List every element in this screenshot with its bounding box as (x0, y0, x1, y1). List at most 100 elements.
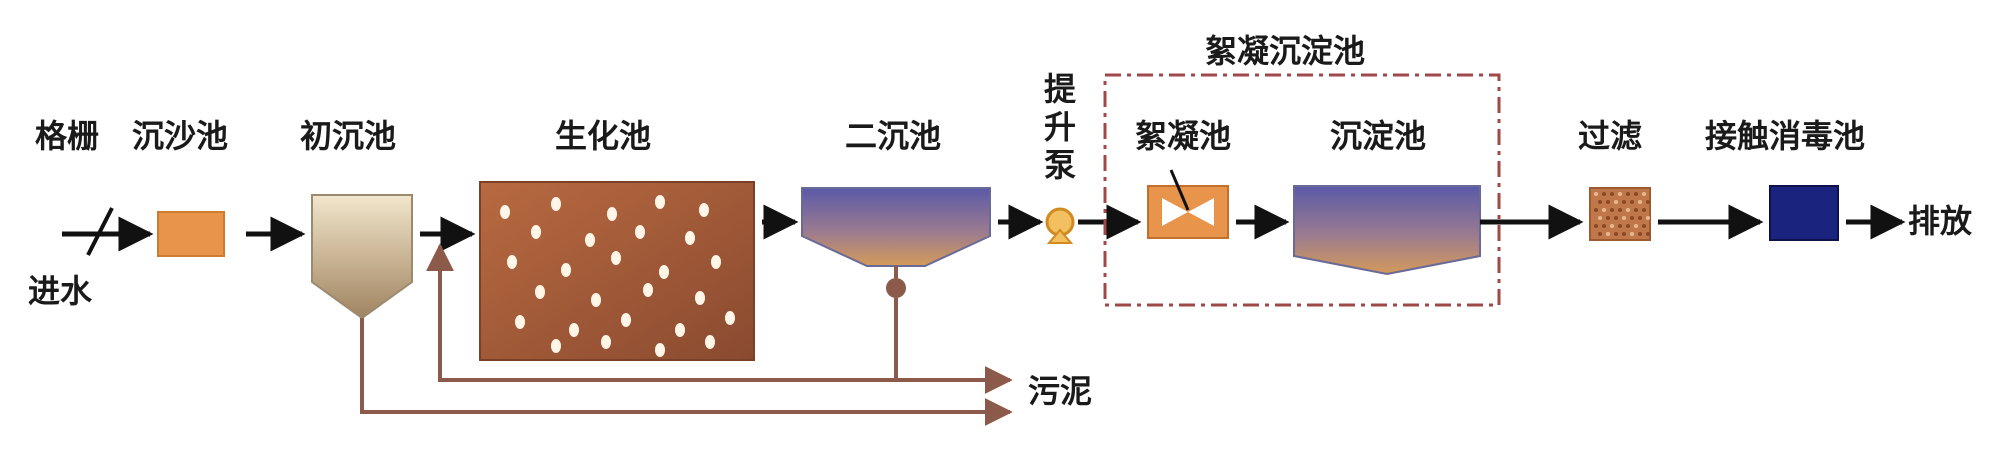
sedimentation-tank (1293, 185, 1481, 276)
primary-settling-tank (311, 194, 413, 320)
filter-grain (1610, 208, 1614, 212)
filter-grain (1598, 200, 1602, 204)
filter-grain (1606, 200, 1610, 204)
filter-grain (1630, 232, 1634, 236)
air-bubble (695, 291, 705, 305)
filter-grain (1598, 216, 1602, 220)
air-bubble (500, 205, 510, 219)
label-inlet: 进水 (28, 272, 93, 310)
label-primary-settling: 初沉池 (300, 117, 396, 155)
filter-grain (1646, 232, 1650, 236)
sludge-pump-icon (886, 278, 906, 298)
filter-media-texture (1594, 192, 1650, 236)
mixer-icon (1162, 169, 1214, 226)
filter-grain (1610, 192, 1614, 196)
filter-grain (1614, 200, 1618, 204)
filter-grain (1638, 200, 1642, 204)
air-bubble (591, 293, 601, 307)
filter-grain (1598, 232, 1602, 236)
filter-grain (1614, 216, 1618, 220)
filter-grain (1634, 192, 1638, 196)
sludge-return-line (426, 243, 898, 382)
air-bubble (635, 225, 645, 239)
air-bubble (705, 335, 715, 349)
aeration-bubbles (500, 195, 735, 357)
filter-grain (1638, 232, 1642, 236)
filter-grain (1638, 216, 1642, 220)
label-biochemical-tank: 生化池 (555, 117, 651, 155)
filter-grain (1602, 208, 1606, 212)
filter-grain (1634, 208, 1638, 212)
label-grille: 格栅 (35, 117, 99, 155)
air-bubble (655, 195, 665, 209)
air-bubble (685, 231, 695, 245)
air-bubble (621, 313, 631, 327)
air-bubble (535, 285, 545, 299)
label-outlet: 排放 (1908, 202, 1973, 240)
label-secondary-settling: 二沉池 (845, 117, 941, 155)
flocculation-sedimentation-group-border (1103, 73, 1501, 307)
air-bubble (515, 315, 525, 329)
filter-grain (1622, 216, 1626, 220)
filter-grain (1618, 208, 1622, 212)
air-bubble (601, 335, 611, 349)
filter-grain (1618, 224, 1622, 228)
label-sedimentation-tank: 沉淀池 (1330, 117, 1426, 155)
filter-grain (1626, 208, 1630, 212)
air-bubble (725, 311, 735, 325)
secondary-settling-tank (801, 187, 991, 267)
filter-grain (1602, 224, 1606, 228)
air-bubble (585, 233, 595, 247)
filter-grain (1642, 208, 1646, 212)
filter-grain (1642, 192, 1646, 196)
air-bubble (655, 343, 665, 357)
svg-text:提: 提 (1044, 70, 1077, 108)
disinfection-tank (1769, 185, 1839, 241)
label-flocculation-tank: 絮凝池 (1135, 117, 1231, 155)
filter-grain (1618, 192, 1622, 196)
filter-grain (1646, 200, 1650, 204)
filter-grain (1606, 232, 1610, 236)
air-bubble (699, 203, 709, 217)
filter-grain (1594, 208, 1598, 212)
label-grit-chamber: 沉沙池 (132, 117, 228, 155)
grit-chamber-box (157, 211, 225, 257)
air-bubble (551, 339, 561, 353)
air-bubble (607, 207, 617, 221)
air-bubble (531, 225, 541, 239)
filter-grain (1594, 224, 1598, 228)
filter-grain (1626, 192, 1630, 196)
air-bubble (659, 265, 669, 279)
air-bubble (561, 263, 571, 277)
filter-box (1589, 187, 1651, 241)
air-bubble (569, 323, 579, 337)
filter-grain (1626, 224, 1630, 228)
label-filtration: 过滤 (1578, 117, 1642, 155)
filter-grain (1622, 232, 1626, 236)
air-bubble (611, 251, 621, 265)
filter-grain (1602, 192, 1606, 196)
air-bubble (643, 283, 653, 297)
label-lift-pump: 提升泵 (1044, 70, 1077, 184)
filter-grain (1646, 216, 1650, 220)
label-sludge: 污泥 (1028, 372, 1092, 410)
filter-grain (1594, 192, 1598, 196)
svg-text:泵: 泵 (1044, 146, 1076, 184)
filter-grain (1610, 224, 1614, 228)
air-bubble (711, 255, 721, 269)
air-bubble (507, 255, 517, 269)
filter-grain (1642, 224, 1646, 228)
label-contact-disinfection: 接触消毒池 (1705, 117, 1865, 155)
filter-grain (1622, 200, 1626, 204)
filter-grain (1614, 232, 1618, 236)
filter-grain (1630, 200, 1634, 204)
filter-grain (1630, 216, 1634, 220)
grille-symbol (86, 207, 114, 256)
filter-grain (1634, 224, 1638, 228)
biochemical-tank (479, 181, 755, 361)
label-flocculation-sedimentation-group: 絮凝沉淀池 (1205, 32, 1365, 70)
filter-grain (1606, 216, 1610, 220)
air-bubble (551, 197, 561, 211)
